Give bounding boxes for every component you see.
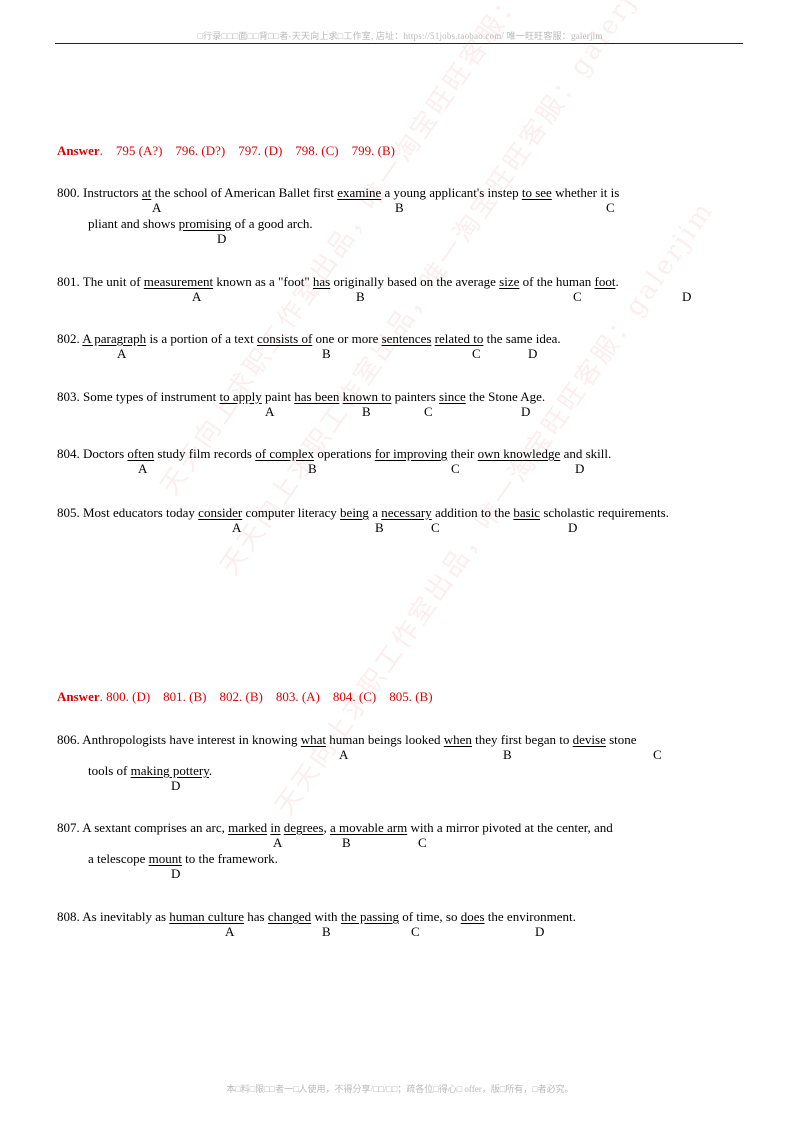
question-805: 805. Most educators today consider compu… [57,505,669,520]
question-801: 801. The unit of measurement known as a … [57,274,619,289]
question-806: 806. Anthropologists have interest in kn… [57,732,637,747]
question-800-line2: pliant and shows promising of a good arc… [88,216,313,231]
answer-key-800-805: Answer. 800. (D) 801. (B) 802. (B) 803. … [57,689,433,704]
page-header: □行录□□□面□□背□□者-天天向上求□工作室, 店址：https://51jo… [197,31,603,41]
question-806-line2: tools of making pottery. [88,763,213,778]
choice-letters: D [217,231,227,246]
question-804: 804. Doctors often study film records of… [57,446,612,461]
question-802: 802. A paragraph is a portion of a text … [57,331,561,346]
question-808: 808. As inevitably as human culture has … [57,909,576,924]
question-803: 803. Some types of instrument to apply p… [57,389,546,404]
question-807: 807. A sextant comprises an arc, marked … [57,820,613,835]
question-800: 800. Instructors at the school of Americ… [57,185,620,200]
page-footer: 本□料□限□□者一□人使用，不得分享/□□/□□；疏各位□得心□ offer，版… [226,1084,574,1094]
choice-letters: D [171,778,181,793]
question-807-line2: a telescope mount to the framework. [88,851,278,866]
answer-key-795-799: Answer. 795 (A?) 796. (D?) 797. (D) 798.… [57,143,395,158]
header-rule [55,43,743,44]
choice-letters: D [171,866,181,881]
